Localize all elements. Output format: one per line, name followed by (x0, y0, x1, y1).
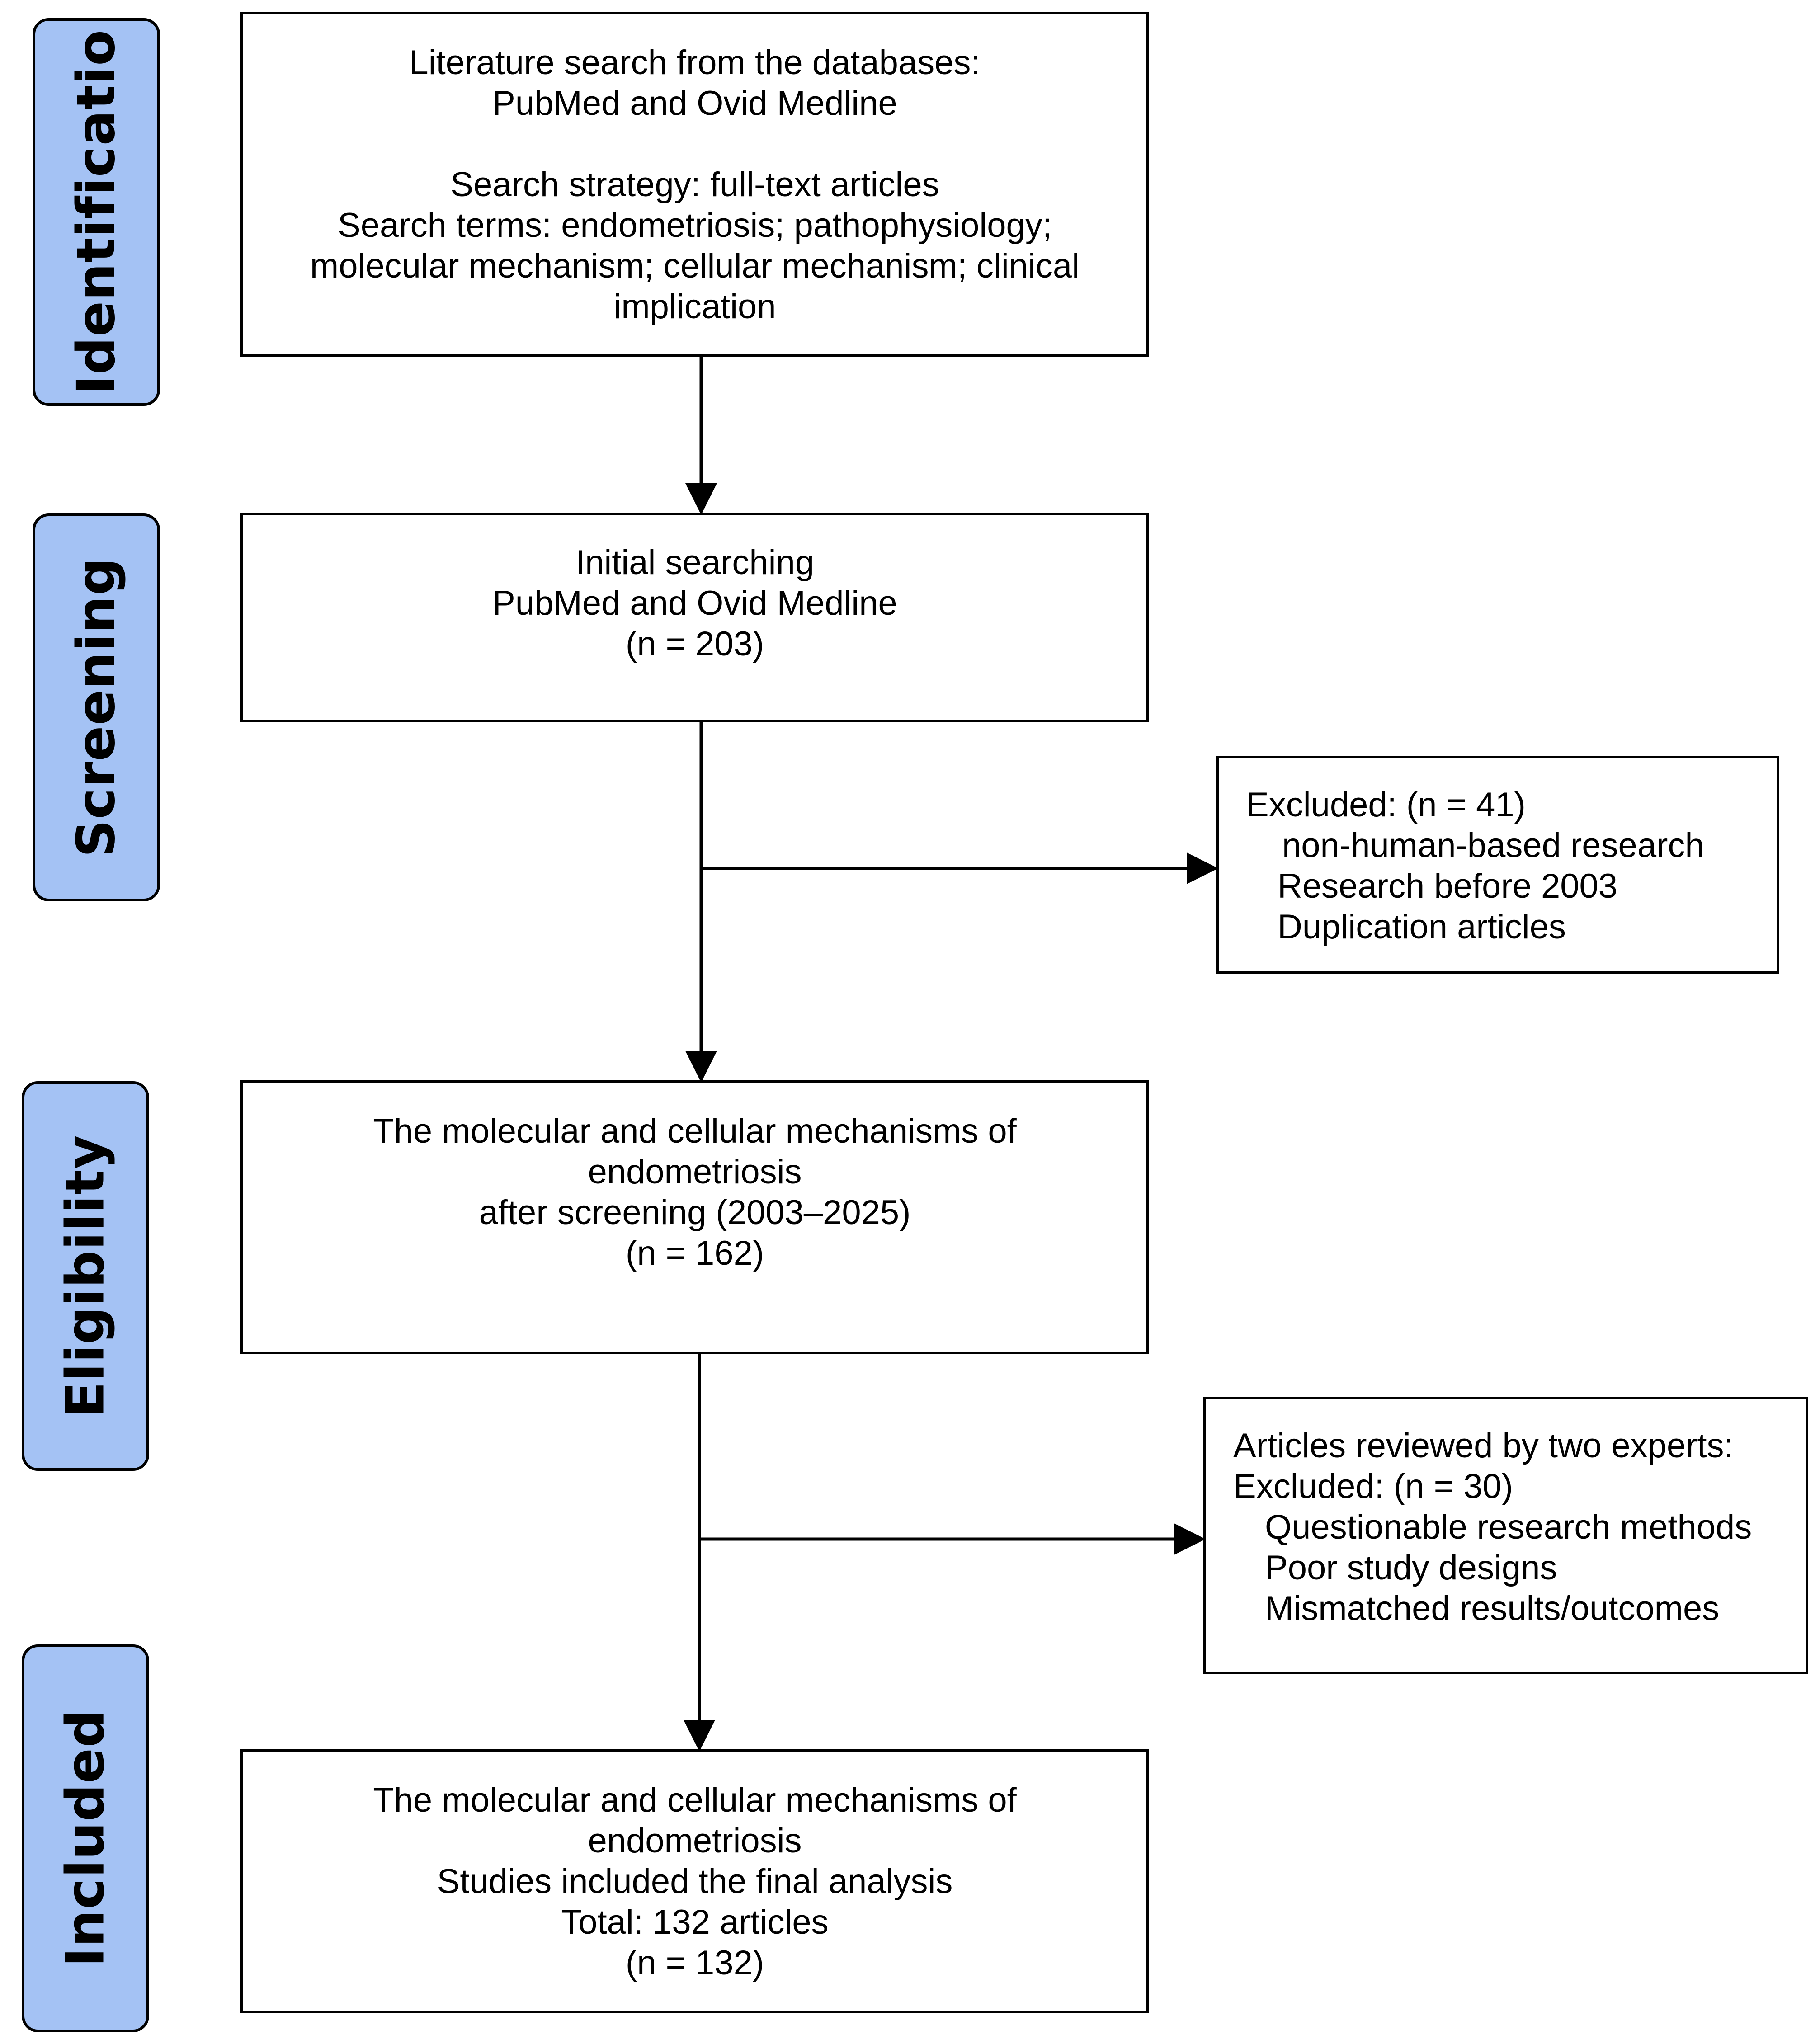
excluded-eligibility-item: Questionable research methods (1265, 1508, 1752, 1546)
excluded-eligibility-item: Poor study designs (1265, 1549, 1557, 1587)
stage-screening: Screening (33, 513, 160, 901)
stage-eligibility: Eligibility (22, 1081, 149, 1471)
stage-included: Included (22, 1644, 149, 2032)
excluded-eligibility-header: Articles reviewed by two experts: (1233, 1427, 1734, 1465)
included-line: Studies included the final analysis (437, 1862, 953, 1901)
identification-line: Search terms: endometriosis; pathophysio… (338, 206, 1052, 245)
excluded-screening-box: Excluded: (n = 41) non-human-based resea… (1216, 756, 1779, 974)
identification-line: PubMed and Ovid Medline (492, 84, 897, 122)
included-box: The molecular and cellular mechanisms of… (240, 1749, 1149, 2013)
excluded-screening-item: non-human-based research (1282, 826, 1704, 865)
excluded-screening-item: Duplication articles (1278, 908, 1566, 946)
identification-box: Literature search from the databases: Pu… (240, 12, 1149, 357)
stage-label-identification: Identificatio (66, 29, 127, 395)
included-line: (n = 132) (625, 1944, 764, 1982)
excluded-eligibility-item: Mismatched results/outcomes (1265, 1589, 1720, 1628)
identification-line: implication (613, 287, 776, 326)
stage-label-included: Included (55, 1710, 116, 1967)
identification-line (243, 124, 1146, 165)
excluded-screening-item: Research before 2003 (1278, 867, 1618, 905)
eligibility-line: after screening (2003–2025) (479, 1193, 911, 1232)
included-line: endometriosis (588, 1822, 802, 1860)
eligibility-box: The molecular and cellular mechanisms of… (240, 1080, 1149, 1354)
eligibility-line: (n = 162) (625, 1234, 764, 1272)
excluded-screening-header: Excluded: (n = 41) (1246, 786, 1526, 824)
stage-label-screening: Screening (66, 557, 127, 857)
eligibility-line: The molecular and cellular mechanisms of (373, 1112, 1017, 1150)
identification-line: molecular mechanism; cellular mechanism;… (310, 247, 1080, 285)
included-line: Total: 132 articles (561, 1903, 829, 1941)
excluded-eligibility-box: Articles reviewed by two experts: Exclud… (1203, 1397, 1808, 1674)
stage-identification: Identificatio (33, 18, 160, 406)
screening-line: (n = 203) (625, 625, 764, 663)
identification-line: Literature search from the databases: (409, 43, 981, 82)
eligibility-line: endometriosis (588, 1153, 802, 1191)
identification-line: Search strategy: full-text articles (450, 165, 939, 204)
screening-box: Initial searching PubMed and Ovid Medlin… (240, 513, 1149, 722)
included-line: The molecular and cellular mechanisms of (373, 1781, 1017, 1819)
stage-label-eligibility: Eligibility (55, 1135, 116, 1418)
screening-line: Initial searching (575, 543, 815, 582)
excluded-eligibility-header: Excluded: (n = 30) (1233, 1467, 1513, 1506)
screening-line: PubMed and Ovid Medline (492, 584, 897, 622)
